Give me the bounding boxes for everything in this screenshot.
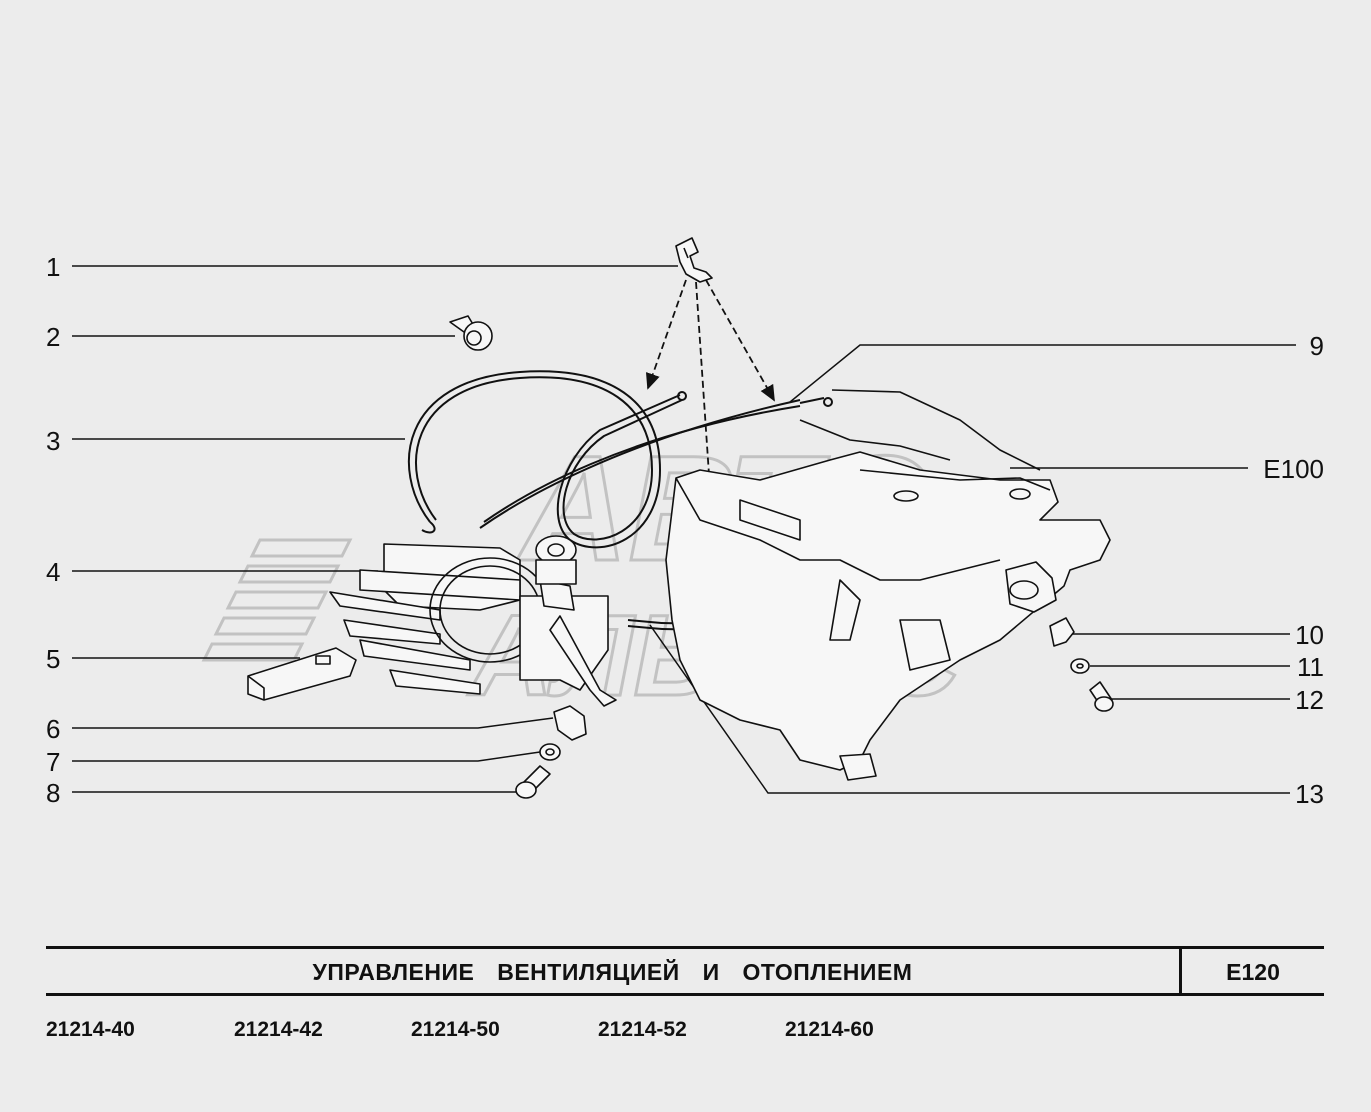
title-block: УПРАВЛЕНИЕ ВЕНТИЛЯЦИЕЙ И ОТОПЛЕНИЕМ E120 [46,946,1324,996]
callout-4: 4 [46,557,61,587]
callout-1: 1 [46,252,61,282]
page-code: E120 [1226,959,1280,985]
callout-6: 6 [46,714,61,744]
watermark-stripes [201,538,353,662]
control-unit-part-4 [329,535,617,707]
parts-drawing [247,237,1114,799]
title-divider [1179,949,1182,993]
leader-13 [649,624,1290,794]
callout-11: 11 [1297,652,1324,682]
callout-e100: E100 [1263,454,1324,484]
page-title: УПРАВЛЕНИЕ ВЕНТИЛЯЦИЕЙ И ОТОПЛЕНИЕМ [312,959,913,985]
cable-part-3 [407,370,833,549]
callout-10: 10 [1295,620,1324,650]
screw-part-8 [515,765,551,799]
callout-8: 8 [46,778,61,808]
model-code: 21214-60 [785,1018,874,1041]
callout-9: 9 [1309,331,1324,361]
clamp-part-2 [449,315,493,351]
callout-13: 13 [1295,779,1324,809]
washer-part-11 [1070,658,1090,674]
leader-6 [72,717,554,729]
clip-part-10 [1049,617,1075,647]
clip-part-1 [675,237,713,283]
bolt-part-12 [1089,681,1114,712]
callout-12: 12 [1295,685,1324,715]
nut-part-6 [553,705,587,741]
model-code: 21214-50 [411,1018,500,1041]
model-code: 21214-40 [46,1018,135,1041]
assembly-arrows [645,279,775,610]
model-code: 21214-42 [234,1018,323,1041]
washer-part-7 [539,743,561,761]
leader-lines [72,265,1296,794]
knob-part-5 [247,647,357,701]
leader-9 [789,344,1296,403]
callout-7: 7 [46,747,61,777]
model-code: 21214-52 [598,1018,687,1041]
leader-7 [72,751,541,762]
callout-2: 2 [46,322,61,352]
callout-5: 5 [46,644,61,674]
callout-3: 3 [46,426,61,456]
heater-box-E100 [665,389,1111,781]
